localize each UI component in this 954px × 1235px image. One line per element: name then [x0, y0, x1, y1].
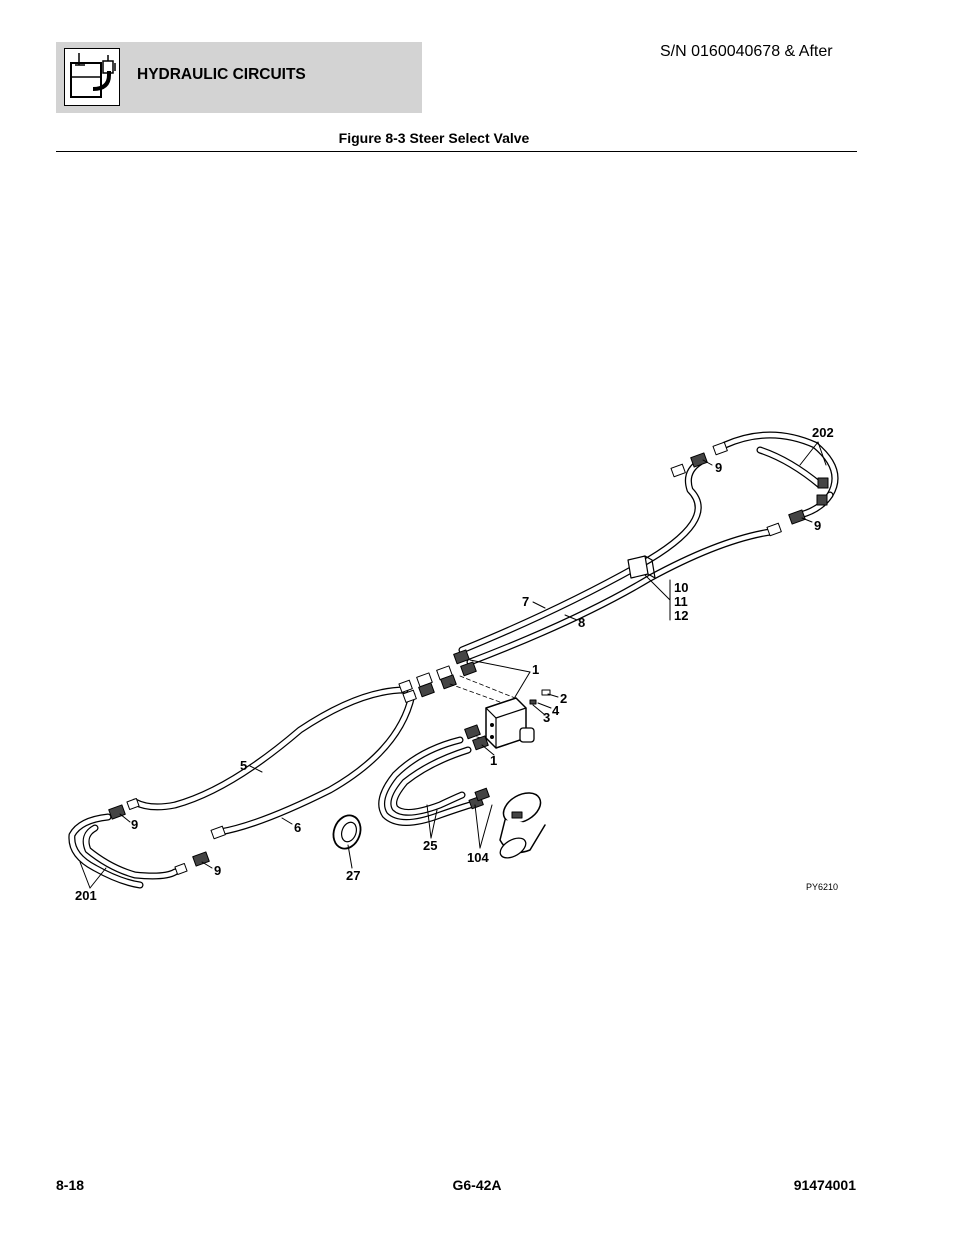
callout-2: 2 — [560, 691, 567, 706]
callout-9: 9 — [814, 518, 821, 533]
callout-9: 9 — [214, 863, 221, 878]
callout-3: 3 — [543, 710, 550, 725]
callout-27: 27 — [346, 868, 360, 883]
fittings-1-upper — [416, 649, 477, 698]
callout-25: 25 — [423, 838, 437, 853]
hose-6 — [216, 691, 416, 836]
callout-6: 6 — [294, 820, 301, 835]
section-header: HYDRAULIC CIRCUITS — [56, 42, 422, 113]
callout-4: 4 — [552, 703, 560, 718]
hose-8 — [466, 528, 774, 666]
document-number: 91474001 — [793, 1177, 856, 1193]
callout-8: 8 — [578, 615, 585, 630]
callout-11: 11 — [674, 594, 688, 609]
fittings-1-lower — [464, 724, 489, 751]
leader-lines — [79, 441, 827, 889]
steering-unit — [468, 787, 546, 859]
fittings-9-left — [108, 679, 417, 875]
model-number: G6-42A — [452, 1177, 502, 1193]
callout-201: 201 — [75, 888, 97, 903]
steer-select-valve — [485, 689, 551, 749]
callout-7: 7 — [522, 594, 529, 609]
callout-1: 1 — [490, 753, 497, 768]
callout-5: 5 — [240, 758, 247, 773]
callout-12: 12 — [674, 608, 688, 623]
hose-7 — [458, 458, 704, 654]
section-title: HYDRAULIC CIRCUITS — [137, 66, 306, 83]
figure-code: PY6210 — [806, 882, 838, 892]
callout-10: 10 — [674, 580, 688, 595]
seal-ring — [332, 814, 362, 850]
hose-5 — [131, 686, 409, 811]
header-divider — [56, 151, 857, 152]
callout-1: 1 — [532, 662, 539, 677]
callout-9: 9 — [715, 460, 722, 475]
callouts: 202 9 9 10 11 12 7 8 1 2 4 3 1 5 9 6 9 2… — [75, 425, 838, 903]
fitting-9-right — [766, 477, 829, 537]
callout-9: 9 — [131, 817, 138, 832]
fitting-9-upper — [670, 441, 728, 478]
page-number: 8-18 — [56, 1177, 85, 1193]
hose-201 — [68, 813, 179, 889]
callout-202: 202 — [812, 425, 834, 440]
serial-number-range: S/N 0160040678 & After — [660, 43, 833, 60]
callout-104: 104 — [467, 850, 489, 865]
clamp-block — [627, 555, 656, 579]
hose-25 — [378, 736, 474, 826]
hydraulic-reservoir-icon — [64, 48, 120, 106]
figure-caption: Figure 8-3 Steer Select Valve — [338, 130, 530, 146]
